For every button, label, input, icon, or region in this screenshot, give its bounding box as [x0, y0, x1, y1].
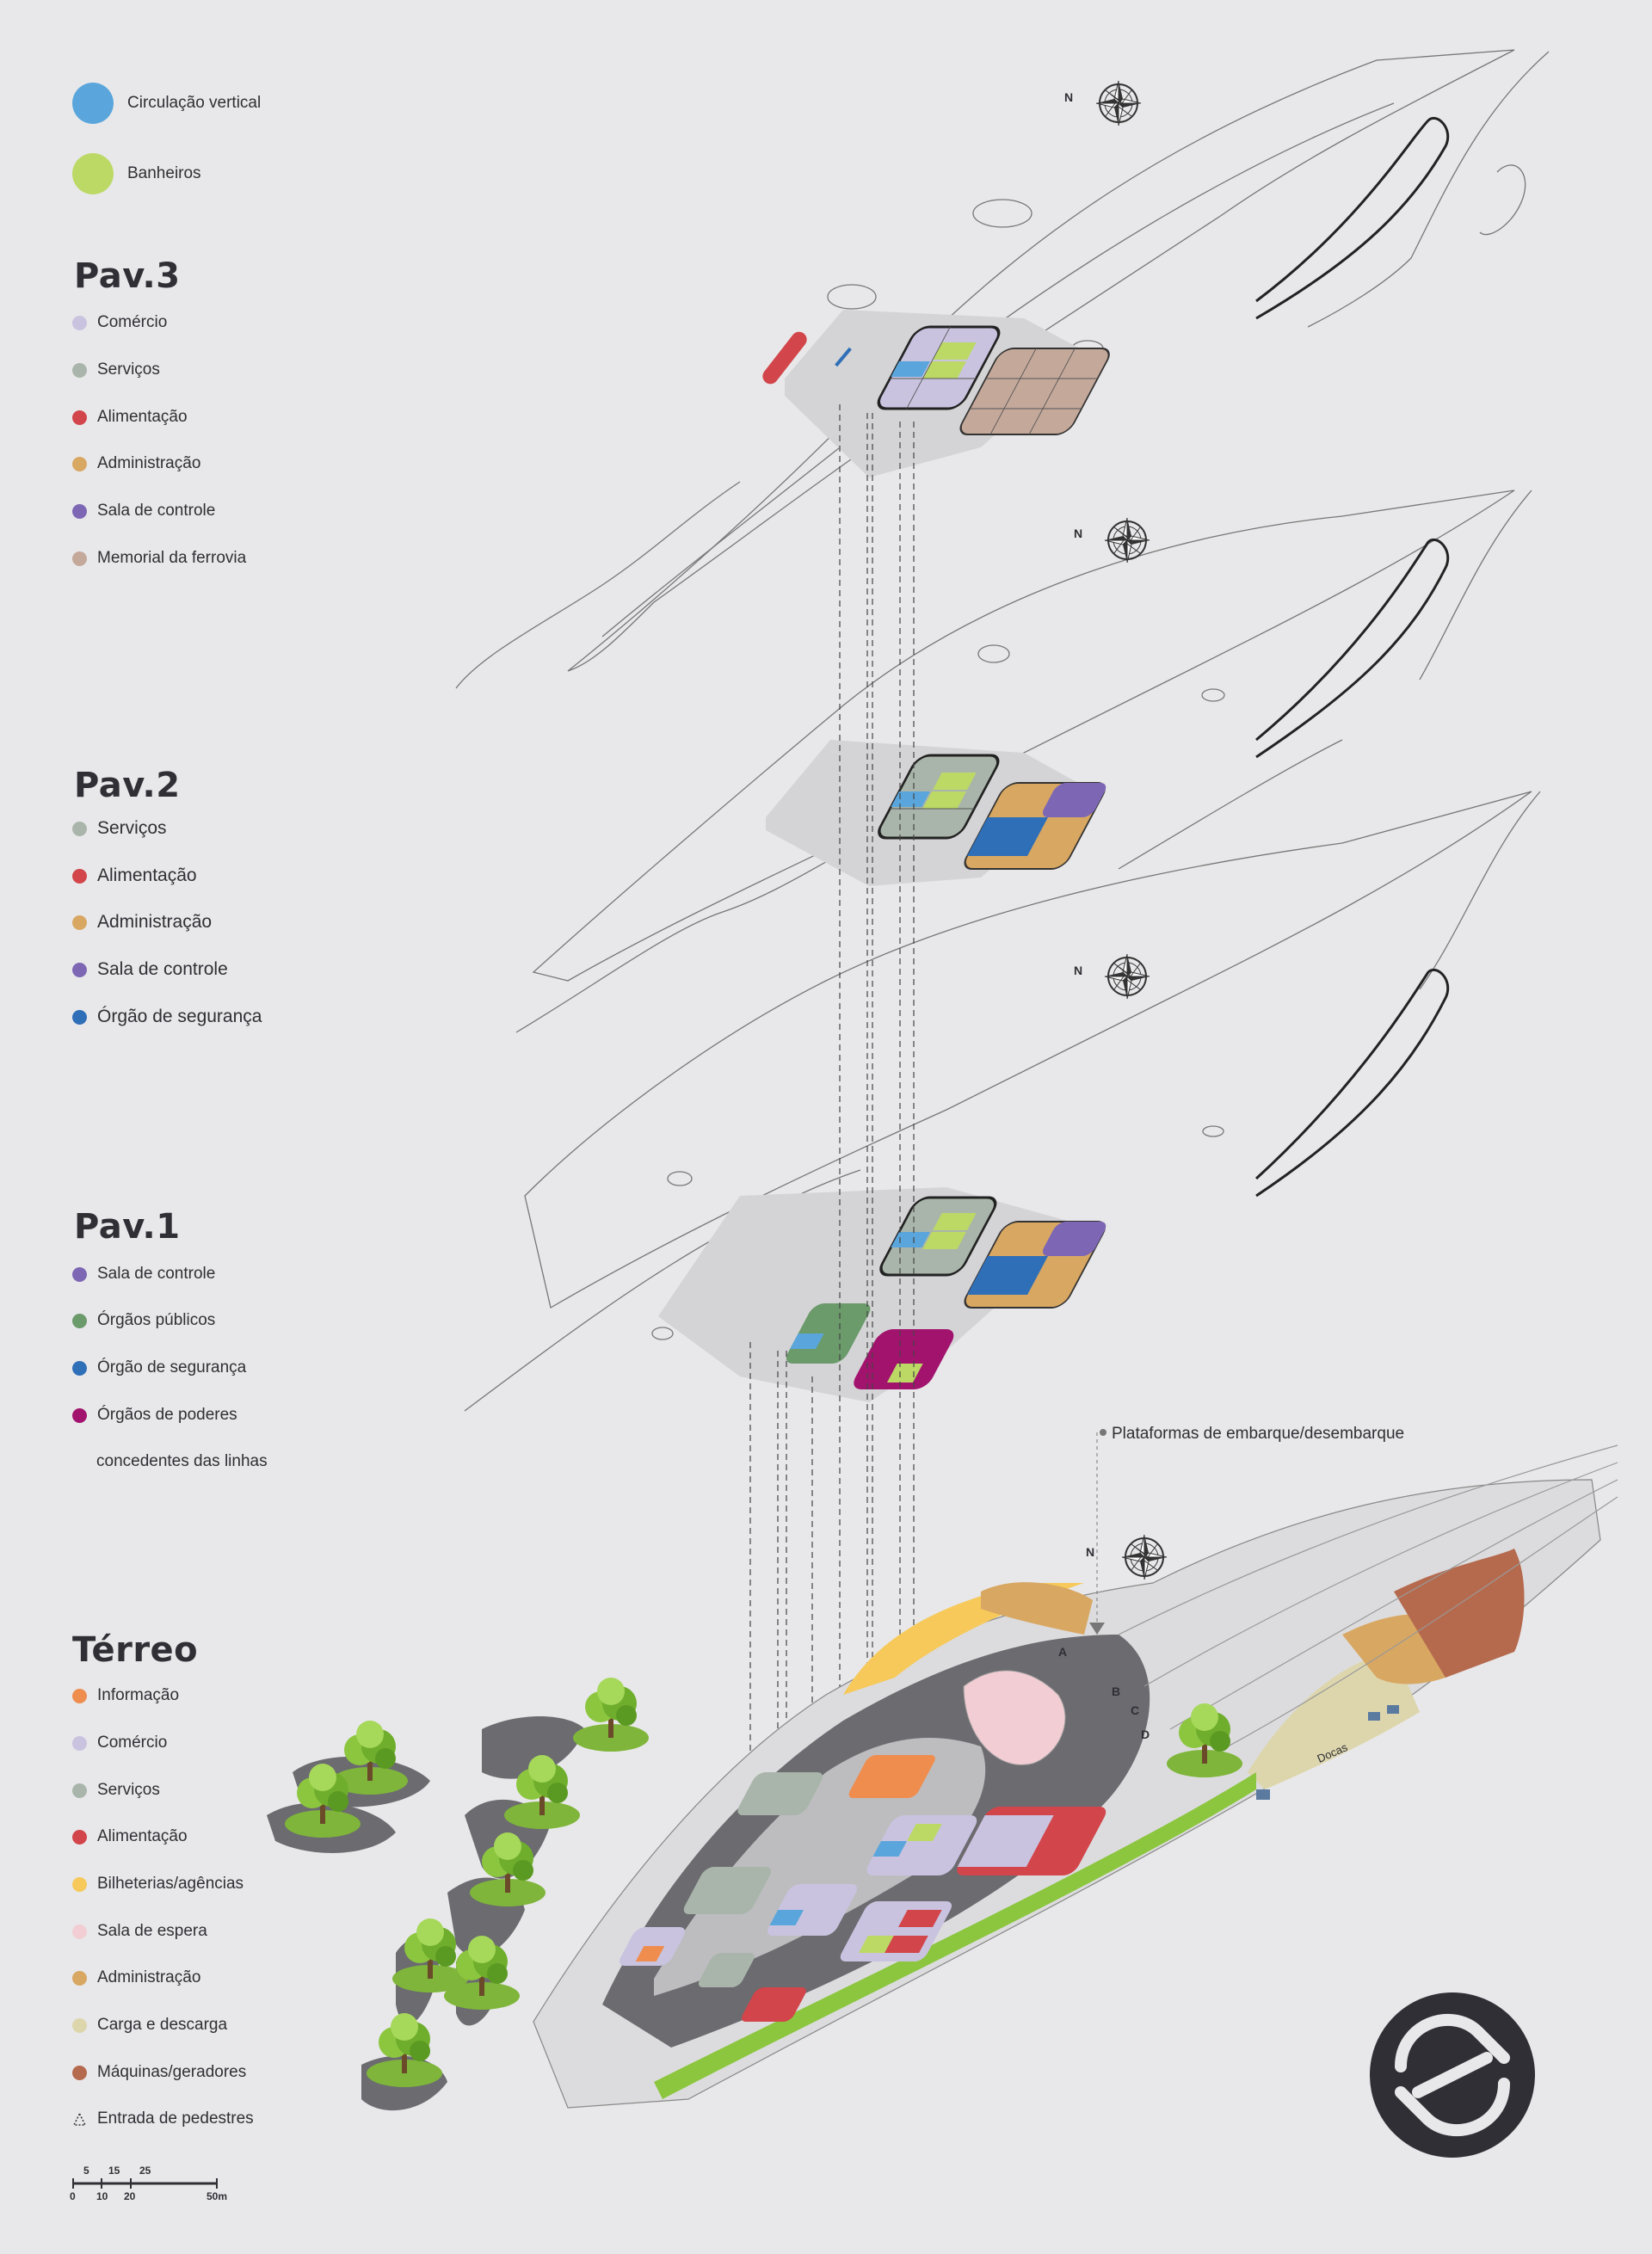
- level-3-drawing: [455, 49, 1550, 689]
- legend-item: Sala de controle: [72, 502, 215, 520]
- legend-item: Entrada de pedestres: [72, 2109, 254, 2128]
- pav1-heading: Pav.1: [74, 1207, 181, 1247]
- north-label: N: [1086, 1545, 1095, 1559]
- platforms-label: Plataformas de embarque/desembarque: [1112, 1425, 1405, 1443]
- legend-item: Serviços: [72, 1781, 160, 1800]
- brand-logo-icon: [1370, 1992, 1535, 2158]
- level-3-slab: [762, 310, 1110, 477]
- pedestrian-entrance-icon: [72, 2111, 87, 2126]
- legend-item-continuation: concedentes das linhas: [96, 1452, 268, 1470]
- ground-floor-drawing: [533, 1444, 1618, 2109]
- legend-item: Serviços: [72, 818, 167, 839]
- vertical-alignment-lines: [749, 404, 915, 1884]
- legend-item: Comércio: [72, 1734, 167, 1752]
- vehicle-icon: [1256, 1789, 1270, 1800]
- legend-item: Alimentação: [72, 865, 197, 886]
- level-2-slab: [766, 740, 1106, 886]
- legend-item: Sala de espera: [72, 1922, 207, 1941]
- legend-item: Administração: [72, 1968, 200, 1987]
- scale-bar: 5 15 25 0 10 20 50m: [70, 2165, 228, 2202]
- north-label: N: [1074, 964, 1083, 977]
- legend-item: Carga e descarga: [72, 2016, 227, 2035]
- legend-item: Serviços: [72, 360, 160, 379]
- legend-item: Órgãos de poderes: [72, 1406, 237, 1425]
- level-1-drawing: [464, 791, 1541, 1412]
- terreo-heading: Térreo: [72, 1630, 199, 1670]
- north-label: N: [1074, 527, 1083, 540]
- north-label: N: [1064, 90, 1074, 104]
- vertical-circulation-swatch: [72, 83, 114, 124]
- platform-letter-a: A: [1058, 1645, 1068, 1659]
- bathrooms-swatch: [72, 153, 114, 194]
- landscape-area: [267, 1678, 1242, 2111]
- legend-item: Bilheterias/agências: [72, 1875, 243, 1894]
- level-1-slab: [658, 1187, 1106, 1402]
- compass-rose-icon: [1121, 1534, 1168, 1580]
- bathrooms-label: Banheiros: [127, 164, 201, 182]
- legend-item: Comércio: [72, 313, 167, 332]
- legend-item: Administração: [72, 912, 212, 933]
- legend-item: Alimentação: [72, 408, 188, 427]
- legend-item: Informação: [72, 1686, 179, 1705]
- compass-rose-icon: [1104, 517, 1150, 564]
- tree-icon: [367, 2013, 442, 2087]
- platform-letter-b: B: [1112, 1684, 1121, 1698]
- legend-item: Sala de controle: [72, 959, 228, 980]
- platform-letter-c: C: [1131, 1703, 1140, 1717]
- compass-rose-icon: [1095, 80, 1142, 126]
- legend-item: Máquinas/geradores: [72, 2063, 246, 2082]
- vertical-circulation-label: Circulação vertical: [127, 94, 262, 112]
- legend-item: Órgão de segurança: [72, 1007, 262, 1027]
- platform-letter-d: D: [1141, 1727, 1150, 1741]
- pav2-heading: Pav.2: [74, 766, 181, 805]
- legend-item: Sala de controle: [72, 1265, 215, 1284]
- legend-item: Memorial da ferrovia: [72, 549, 246, 568]
- legend-item: Administração: [72, 454, 200, 473]
- tree-icon: [573, 1678, 649, 1752]
- pav3-heading: Pav.3: [74, 256, 181, 296]
- legend-item: Alimentação: [72, 1827, 188, 1846]
- legend-item: Órgãos públicos: [72, 1311, 215, 1330]
- legend-item: Órgão de segurança: [72, 1358, 246, 1377]
- compass-rose-icon: [1104, 953, 1150, 1000]
